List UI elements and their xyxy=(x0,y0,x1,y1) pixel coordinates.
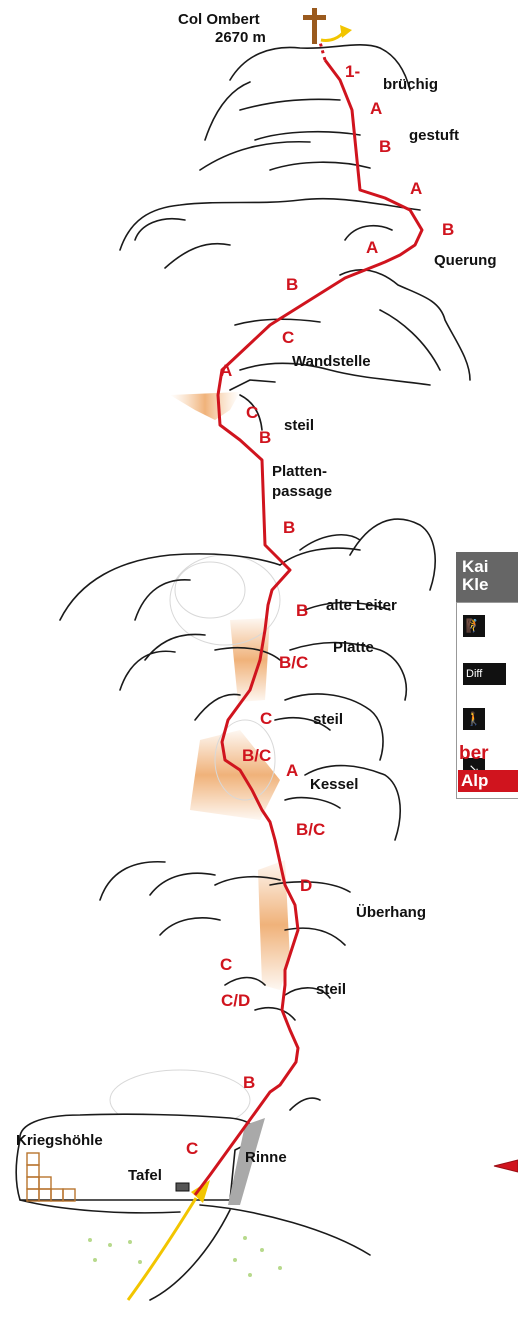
grade-label: A xyxy=(220,361,232,380)
grade-label: D xyxy=(300,876,312,895)
grade-label: A xyxy=(410,179,422,198)
grade-label: B/C xyxy=(296,820,325,839)
section-label: Kessel xyxy=(310,776,358,793)
section-label: Platten- xyxy=(272,463,327,480)
tafel-marker xyxy=(176,1183,189,1191)
section-label: passage xyxy=(272,483,332,500)
grade-label: B/C xyxy=(279,653,308,672)
route-line xyxy=(195,60,422,1195)
grade-label: C xyxy=(282,328,294,347)
grade-label: A xyxy=(366,238,378,257)
section-label: Wandstelle xyxy=(292,353,371,370)
grade-label: B xyxy=(379,137,391,156)
section-label: steil xyxy=(316,981,346,998)
direction-marker-icon xyxy=(494,1160,518,1172)
legend-header-line1: Kai xyxy=(462,558,518,576)
grade-label: A xyxy=(286,761,298,780)
shade-zone xyxy=(170,392,240,420)
brand-line2: Alp xyxy=(458,770,518,792)
summit-name: Col Ombert xyxy=(178,11,260,28)
section-label: brüchig xyxy=(383,76,438,93)
grade-label: B xyxy=(286,275,298,294)
shade-zone xyxy=(190,730,280,820)
difficulty-badge: Diff xyxy=(463,663,506,685)
hiker-icon: 🚶 xyxy=(463,708,485,730)
section-label: Überhang xyxy=(356,904,426,921)
grade-label: B xyxy=(243,1073,255,1092)
grade-label: C xyxy=(220,955,232,974)
climber-icon: 🧗 xyxy=(463,615,485,637)
grade-label: B xyxy=(283,518,295,537)
grade-label: A xyxy=(370,99,382,118)
route-line-dotted xyxy=(320,42,325,60)
section-label: steil xyxy=(284,417,314,434)
summit-altitude: 2670 m xyxy=(215,29,266,46)
grade-label: C xyxy=(186,1139,198,1158)
descent-arrowhead xyxy=(340,25,352,38)
grade-label: C xyxy=(246,403,258,422)
section-label: Tafel xyxy=(128,1167,162,1184)
cave-block xyxy=(16,1114,256,1200)
section-label: gestuft xyxy=(409,127,459,144)
legend-header: Kai Kle xyxy=(456,552,518,602)
section-label: Rinne xyxy=(245,1149,287,1166)
grade-label: C/D xyxy=(221,991,250,1010)
section-label: alte Leiter xyxy=(326,597,397,614)
section-label: Kriegshöhle xyxy=(16,1132,103,1149)
section-label: Querung xyxy=(434,252,497,269)
summit-cross-icon xyxy=(303,8,326,44)
section-label: steil xyxy=(313,711,343,728)
grade-label: B xyxy=(442,220,454,239)
grade-label: C xyxy=(260,709,272,728)
section-label: Platte xyxy=(333,639,374,656)
grade-label: 1- xyxy=(345,62,360,81)
grass xyxy=(88,1236,282,1277)
legend-header-line2: Kle xyxy=(462,576,518,594)
grade-label: B xyxy=(296,601,308,620)
brand-line1: ber xyxy=(459,743,489,765)
grade-label: B xyxy=(259,428,271,447)
grade-label: B/C xyxy=(242,746,271,765)
